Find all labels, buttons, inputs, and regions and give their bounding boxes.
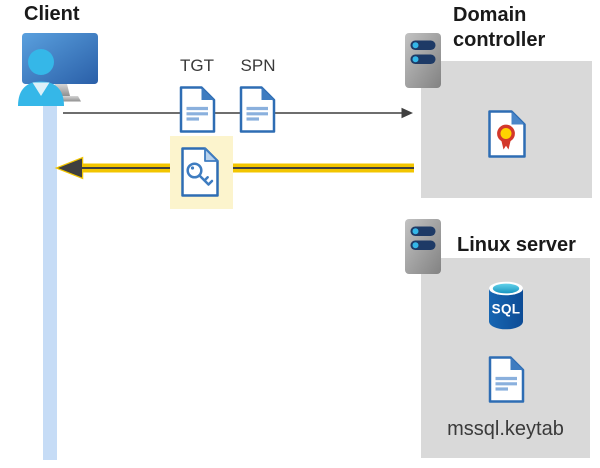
- server-icon: [405, 33, 441, 88]
- client-timeline-bar: [43, 94, 57, 460]
- key-document-icon: [181, 147, 219, 197]
- certificate-document-icon: [488, 110, 526, 158]
- server-icon: [405, 219, 441, 274]
- sql-database-icon: SQL: [489, 281, 523, 330]
- sql-icon-label: SQL: [492, 302, 521, 317]
- tgt-document-icon: [179, 86, 216, 133]
- domain-controller-title: Domain controller: [453, 4, 546, 51]
- client-title: Client: [24, 3, 80, 25]
- spn-document-icon: [239, 86, 276, 133]
- keytab-document-icon: [488, 356, 525, 403]
- keytab-filename-label: mssql.keytab: [447, 418, 564, 440]
- arrow-left-icon: [54, 156, 414, 180]
- user-monitor-icon: [18, 33, 98, 106]
- person-head: [28, 49, 54, 75]
- tgt-label: TGT: [180, 56, 214, 75]
- linux-server-title: Linux server: [457, 234, 576, 256]
- spn-label: SPN: [240, 56, 276, 75]
